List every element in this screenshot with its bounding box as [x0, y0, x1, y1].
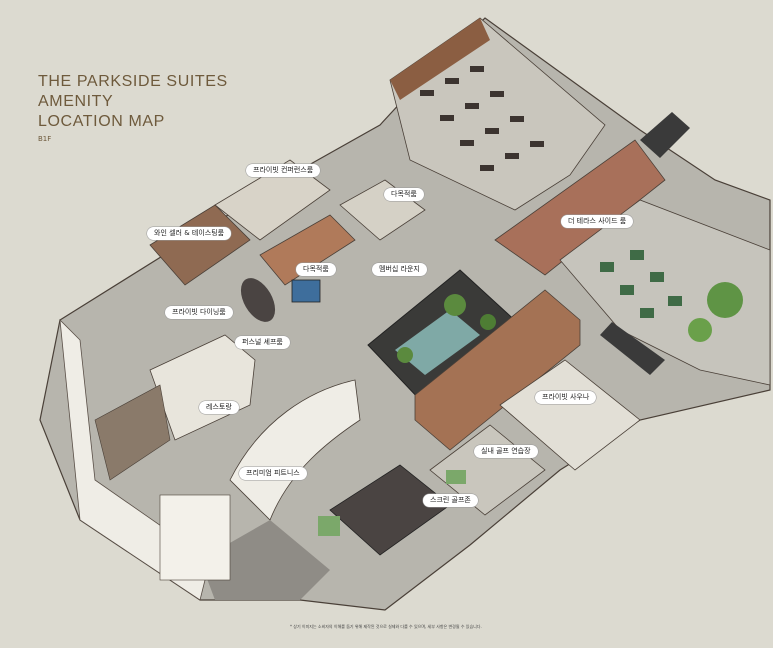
- room-wine-cellar: [149, 204, 251, 286]
- title-line-2: AMENITY: [38, 93, 114, 110]
- map-title: THE PARKSIDE SUITES AMENITY LOCATION MAP: [38, 72, 228, 132]
- title-line-3: LOCATION MAP: [38, 113, 165, 130]
- room-top-wall: [390, 18, 490, 100]
- disclaimer-footnote: * 상기 이미지는 소비자의 이해를 돕기 위해 제작된 것으로 실제와 다를 …: [290, 624, 482, 629]
- courtyard-tree: [480, 314, 496, 330]
- room-terrace-side: [494, 139, 666, 276]
- label-private-conference[interactable]: 프라이빗 컨퍼런스룸: [246, 164, 321, 177]
- block-central-wood: [414, 289, 581, 451]
- room-fitness: [229, 379, 361, 521]
- room-multipurpose-mid: [259, 214, 356, 286]
- courtyard-pool: [395, 310, 480, 375]
- label-membership-lounge[interactable]: 멤버십 라운지: [372, 263, 427, 276]
- label-indoor-golf[interactable]: 실내 골프 연습장: [474, 445, 538, 458]
- title-line-1: THE PARKSIDE SUITES: [38, 73, 228, 90]
- label-premium-fitness[interactable]: 프리미엄 피트니스: [239, 467, 307, 480]
- golf-screen: [446, 470, 466, 484]
- terrace-tree: [707, 282, 743, 318]
- lounge-tables-green: [600, 250, 682, 318]
- label-restaurant[interactable]: 레스토랑: [199, 401, 239, 414]
- floor-indicator: B1F: [38, 135, 52, 143]
- golf-screen-2: [318, 516, 340, 536]
- room-sauna: [499, 359, 641, 471]
- label-private-dining[interactable]: 프라이빗 다이닝룸: [165, 306, 233, 319]
- fitness-floor: [200, 520, 330, 600]
- label-multipurpose-top[interactable]: 다목적룸: [384, 188, 424, 201]
- fitness-white-block: [159, 494, 231, 581]
- lounge-table: [240, 278, 276, 322]
- label-terrace-side[interactable]: 더 테라스 사이드 룸: [561, 215, 634, 228]
- terrace-tree: [688, 318, 712, 342]
- label-private-sauna[interactable]: 프라이빗 사우나: [535, 391, 597, 404]
- label-multipurpose-mid[interactable]: 다목적룸: [296, 263, 336, 276]
- escalator-lower: [600, 322, 665, 375]
- desk-grid: [420, 66, 544, 171]
- courtyard-tree: [444, 294, 466, 316]
- escalator: [640, 112, 690, 158]
- wall-display: [291, 279, 321, 303]
- courtyard-tree: [397, 347, 413, 363]
- label-wine-cellar[interactable]: 와인 셀러 & 테이스팅룸: [147, 227, 232, 240]
- label-personal-chef[interactable]: 퍼스널 셰프룸: [235, 336, 290, 349]
- kitchen-counter: [94, 384, 171, 481]
- label-screen-golf[interactable]: 스크린 골프존: [423, 494, 478, 507]
